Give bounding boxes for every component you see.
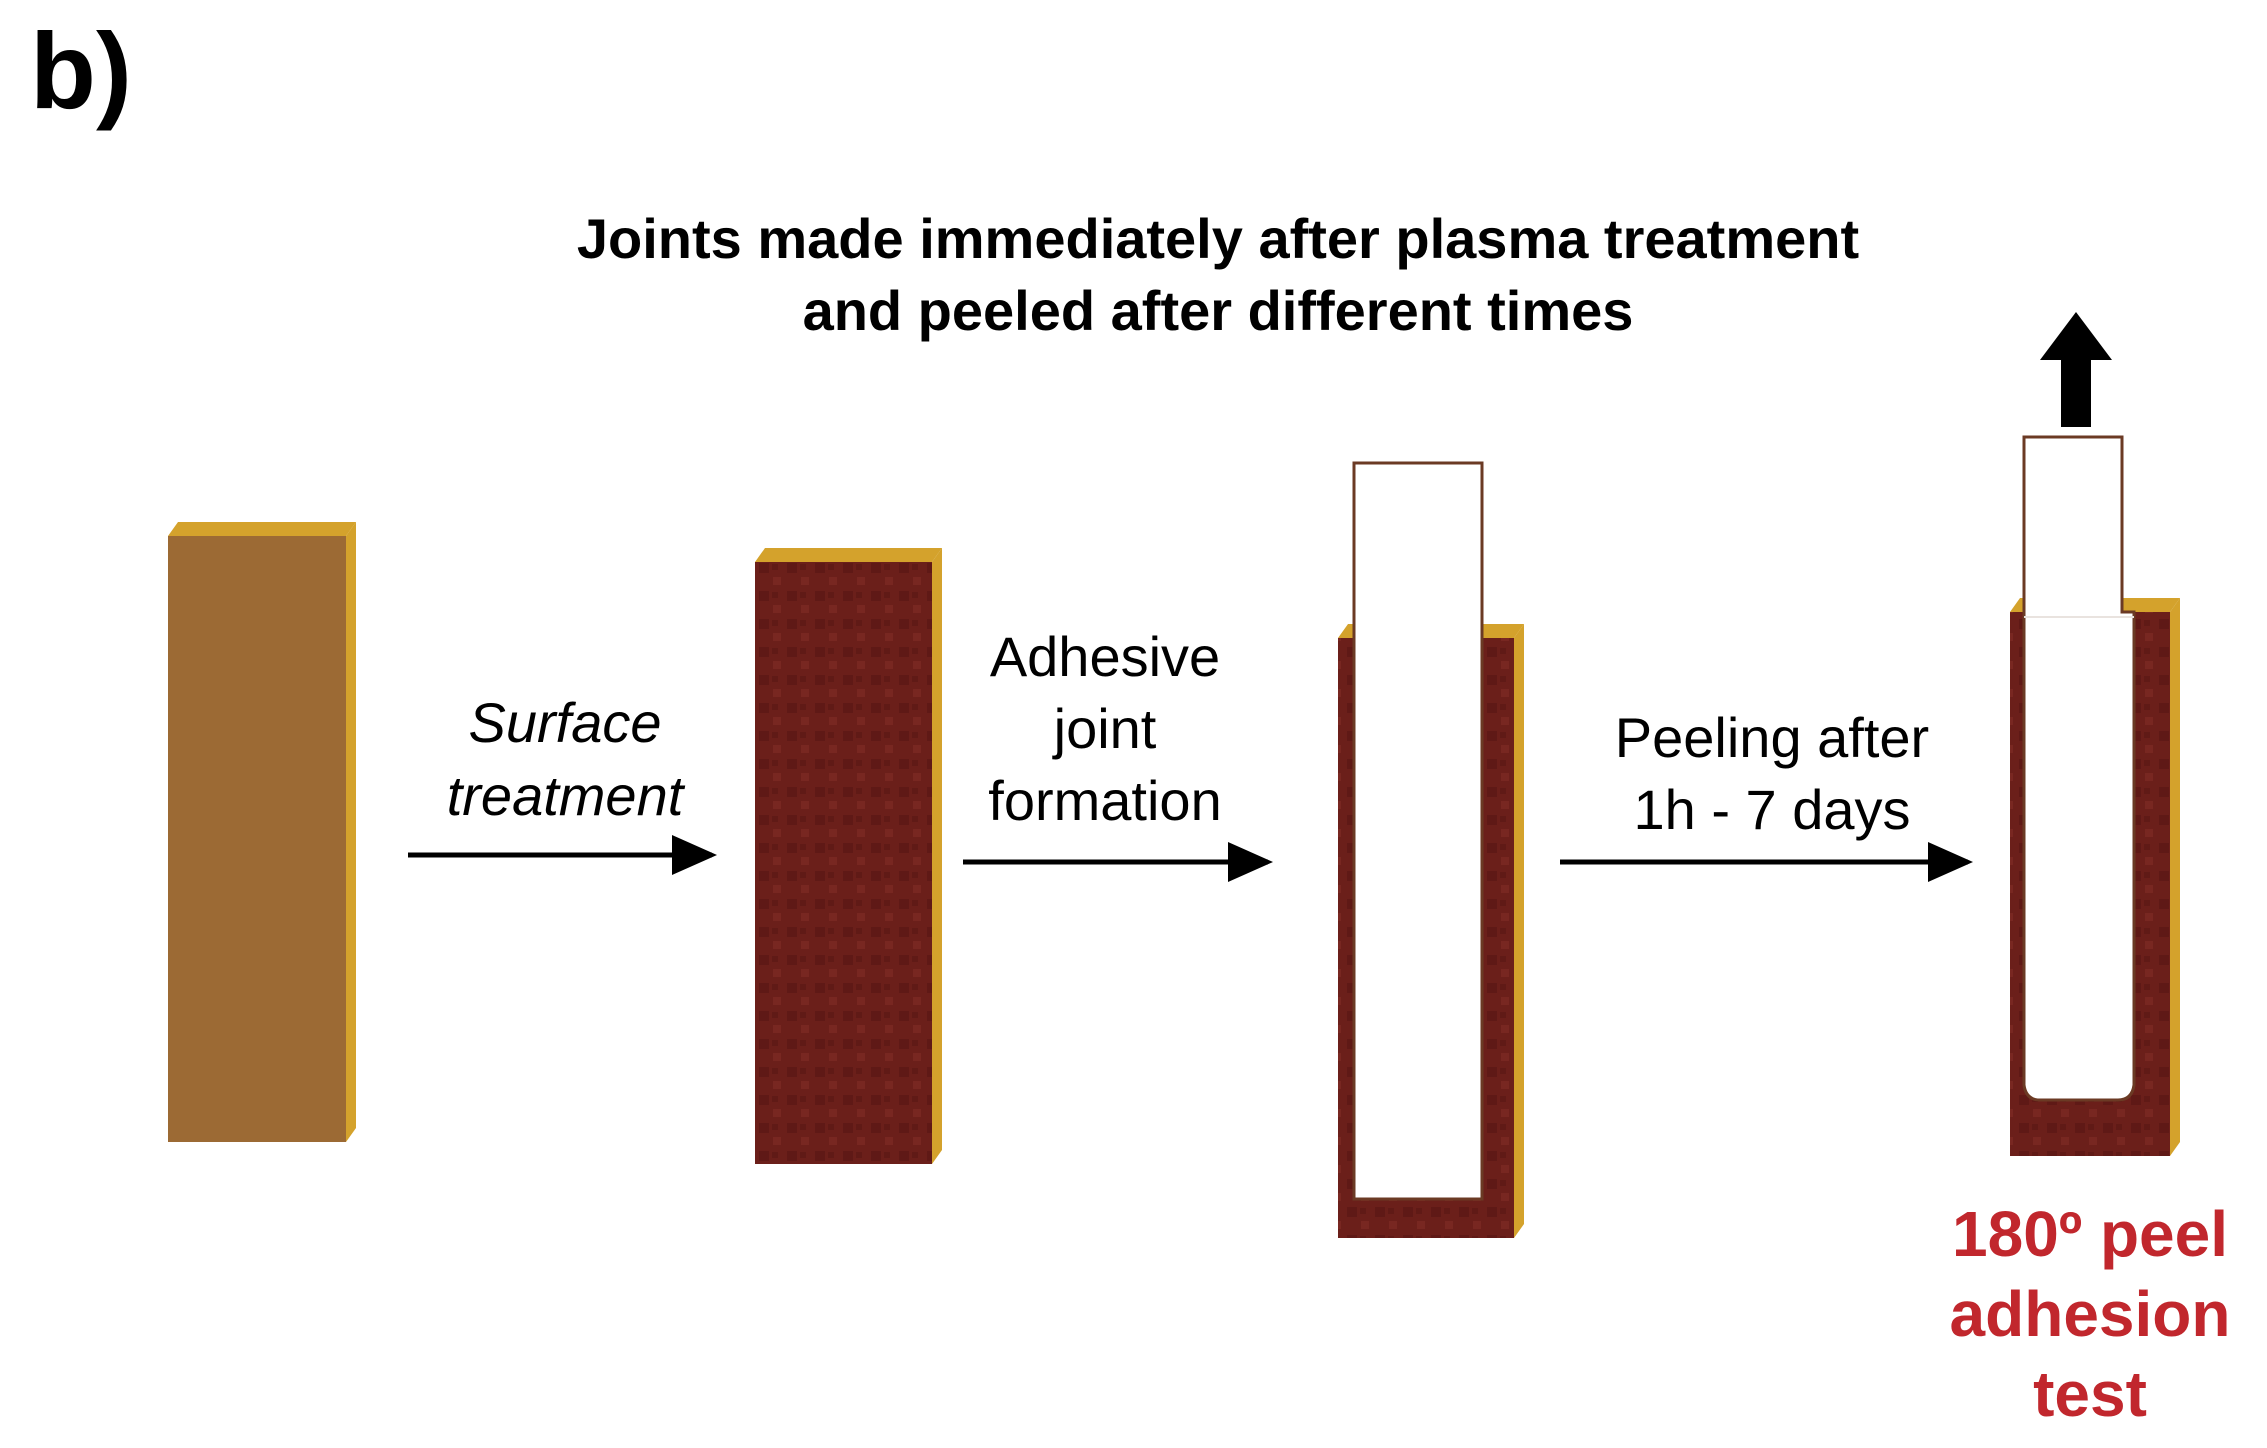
joint-formation-label-line-2: joint xyxy=(1052,697,1157,760)
test-label-line-1: 180º peel xyxy=(1952,1198,2228,1270)
surface-treatment-step: Surface treatment xyxy=(408,691,717,875)
joint-formation-label-line-1: Adhesive xyxy=(990,625,1220,688)
diagram-title-line-2: and peeled after different times xyxy=(803,279,1634,342)
surface-treatment-label-line-1: Surface xyxy=(469,691,662,754)
joint-formation-label-line-3: formation xyxy=(988,769,1221,832)
test-label-line-2: adhesion xyxy=(1950,1278,2231,1350)
peel-test-specimen xyxy=(2010,312,2180,1156)
peeling-label-line-1: Peeling after xyxy=(1615,706,1929,769)
panel-label: b) xyxy=(30,10,132,131)
peeling-step: Peeling after 1h - 7 days xyxy=(1560,706,1973,882)
peeled-tape xyxy=(2022,435,2136,1102)
peeling-label-line-2: 1h - 7 days xyxy=(1633,778,1910,841)
surface-treatment-label-line-2: treatment xyxy=(447,764,686,827)
joint-formation-step: Adhesive joint formation xyxy=(963,625,1273,882)
adhesive-joint xyxy=(1338,461,1524,1238)
diagram-title-line-1: Joints made immediately after plasma tre… xyxy=(577,207,1859,270)
adhesive-tape xyxy=(1352,461,1484,1201)
untreated-substrate xyxy=(168,522,356,1142)
pull-up-arrow-icon xyxy=(2040,312,2112,427)
test-label-line-3: test xyxy=(2033,1358,2147,1430)
treated-substrate xyxy=(755,548,942,1164)
